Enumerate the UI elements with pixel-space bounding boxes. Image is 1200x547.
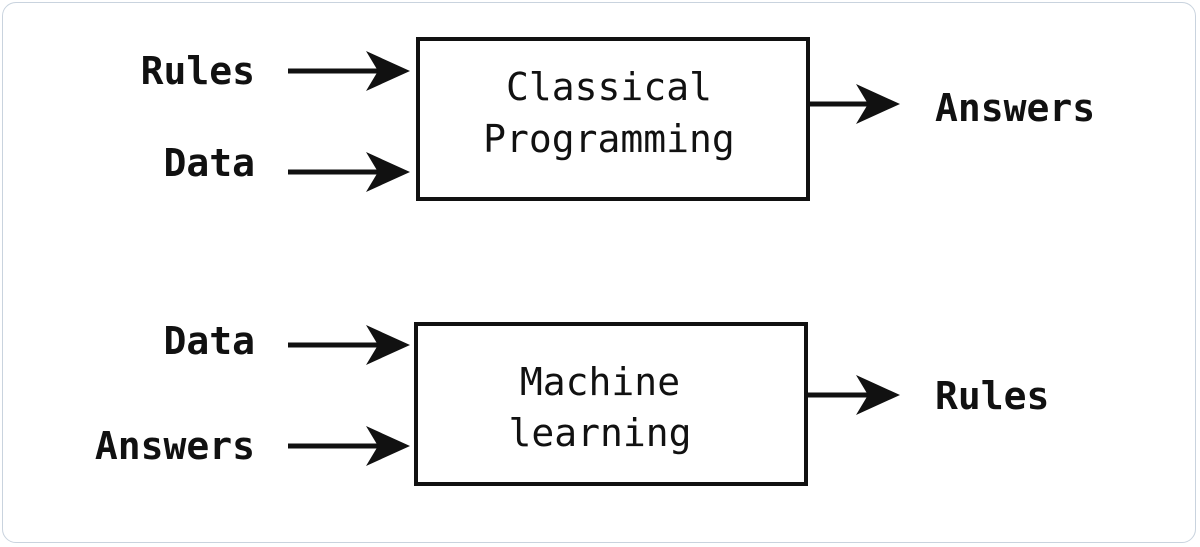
machine-learning-box — [414, 322, 808, 486]
arrow-ml-to-rules — [808, 375, 900, 415]
box-label-machine: Machine — [520, 360, 680, 404]
input-label-rules: Rules — [141, 49, 255, 93]
input-label-data: Data — [163, 141, 255, 185]
machine-learning-block: Data Answers Machine learning Rules — [95, 319, 1049, 486]
arrow-data-to-classical — [288, 152, 410, 192]
input-label-answers: Answers — [95, 424, 255, 468]
classical-programming-box — [416, 37, 810, 201]
input-label-data: Data — [163, 319, 255, 363]
arrow-data-to-ml — [288, 325, 410, 365]
box-label-programming: Programming — [483, 117, 735, 161]
output-label-answers: Answers — [935, 86, 1095, 130]
arrow-classical-to-answers — [808, 84, 900, 124]
box-label-learning: learning — [508, 411, 691, 455]
box-label-classical: Classical — [506, 65, 712, 109]
classical-programming-block: Rules Data Classical Programming Answers — [141, 37, 1095, 201]
arrow-answers-to-ml — [288, 426, 410, 466]
arrow-rules-to-classical — [288, 51, 410, 91]
output-label-rules: Rules — [935, 374, 1049, 418]
